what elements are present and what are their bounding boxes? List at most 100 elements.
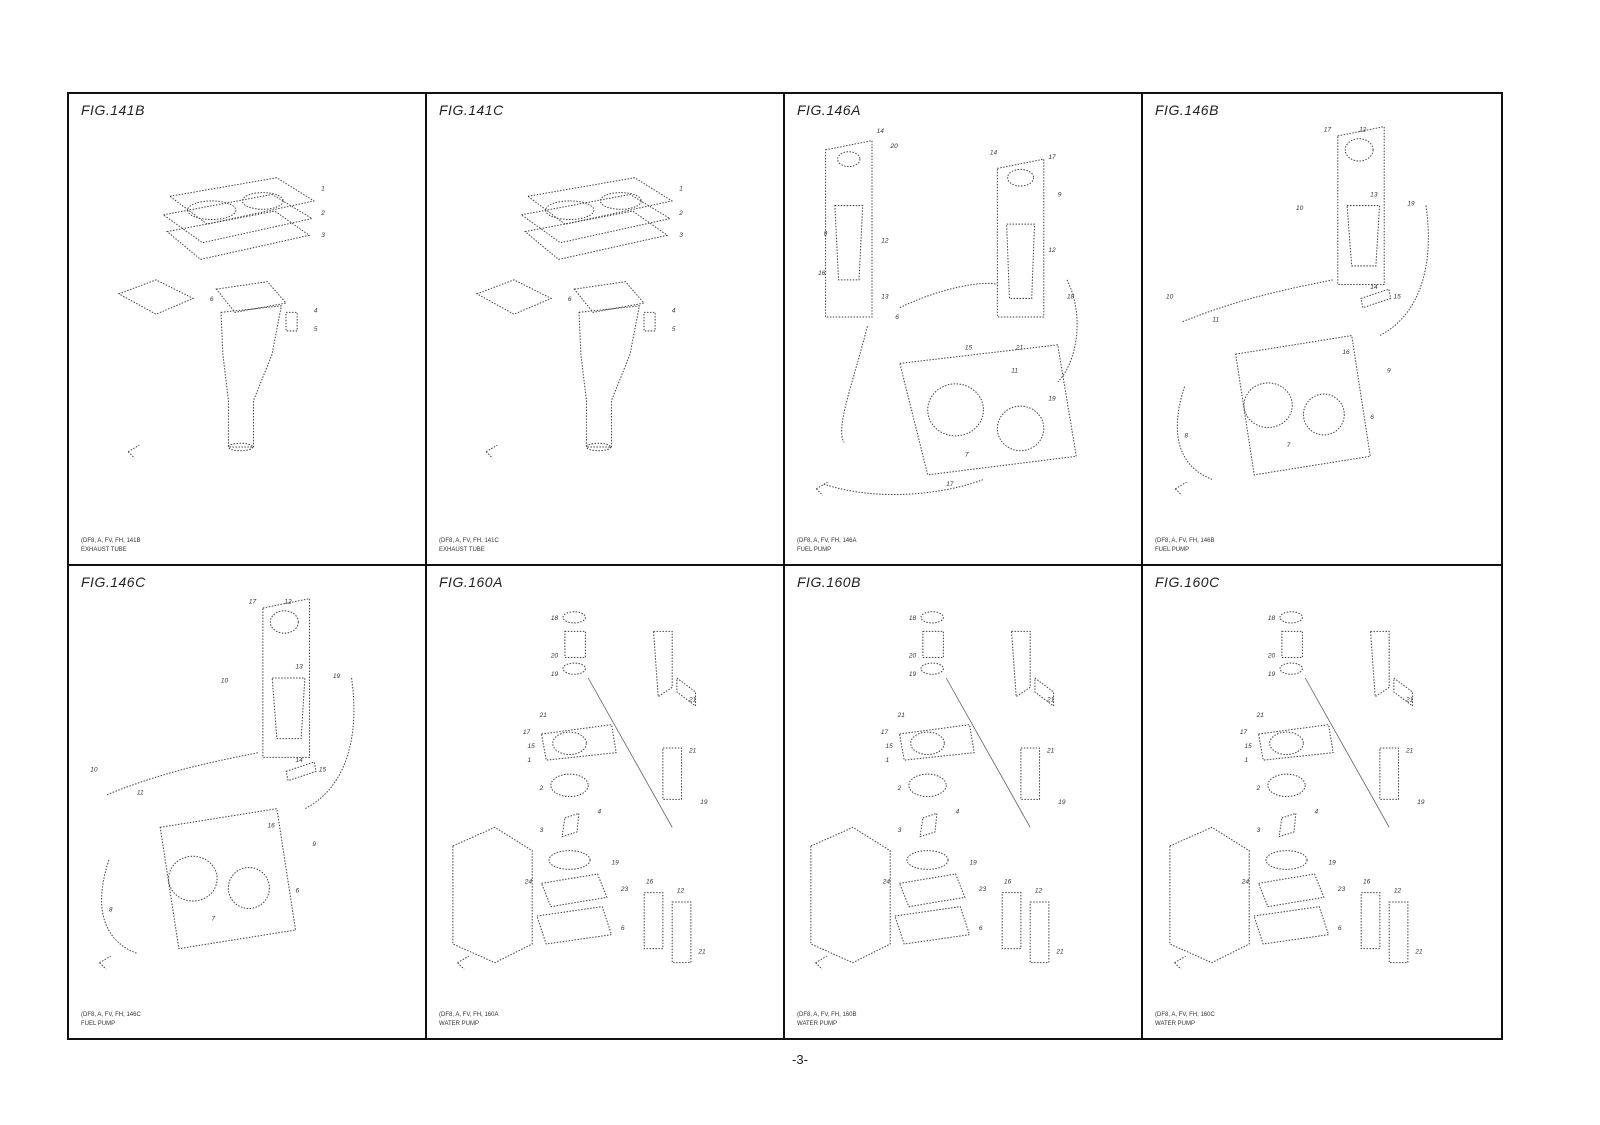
- svg-text:19: 19: [909, 671, 917, 678]
- svg-text:20: 20: [1267, 652, 1276, 659]
- svg-text:2: 2: [320, 210, 325, 217]
- svg-text:21: 21: [688, 696, 697, 703]
- svg-text:19: 19: [970, 860, 978, 867]
- svg-text:21: 21: [1015, 345, 1024, 352]
- svg-text:16: 16: [1342, 349, 1350, 356]
- figure-panel-160c: FIG.160C: [1143, 566, 1501, 1038]
- exploded-diagram: 123 456: [475, 177, 683, 459]
- svg-text:16: 16: [1004, 878, 1012, 885]
- svg-text:3: 3: [898, 827, 902, 834]
- parts-catalog-sheet: FIG.141B: [67, 92, 1503, 1040]
- svg-text:3: 3: [540, 827, 544, 834]
- svg-text:7: 7: [1287, 442, 1291, 449]
- caption-description: WATER PUMP: [797, 1020, 837, 1027]
- svg-text:21: 21: [897, 712, 906, 719]
- svg-text:6: 6: [621, 925, 625, 932]
- svg-text:21: 21: [1405, 696, 1414, 703]
- svg-text:14: 14: [877, 128, 885, 135]
- svg-text:8: 8: [109, 906, 113, 913]
- svg-text:20: 20: [890, 143, 899, 150]
- svg-text:11: 11: [137, 790, 144, 797]
- figure-caption: (DF8, A, FV, FH, 141C EXHAUST TUBE: [439, 537, 499, 554]
- caption-code: (DF8, A, FV, FH, 141B: [81, 538, 141, 545]
- svg-text:21: 21: [688, 748, 697, 755]
- caption-code: (DF8, A, FV, FH, 160A: [439, 1012, 499, 1019]
- svg-text:19: 19: [551, 671, 559, 678]
- svg-text:16: 16: [268, 822, 276, 829]
- svg-text:9: 9: [1387, 368, 1391, 375]
- svg-text:18: 18: [1268, 615, 1276, 622]
- figure-title: FIG.141C: [439, 102, 504, 118]
- svg-text:14: 14: [296, 757, 304, 764]
- svg-text:17: 17: [1324, 126, 1332, 133]
- svg-text:3: 3: [321, 232, 325, 239]
- svg-text:12: 12: [284, 598, 292, 605]
- svg-text:24: 24: [1241, 878, 1250, 885]
- svg-text:5: 5: [672, 326, 676, 333]
- svg-text:2: 2: [1256, 785, 1261, 792]
- svg-text:17: 17: [1240, 729, 1248, 736]
- caption-code: (DF8, A, FV, FH, 146C: [81, 1012, 141, 1019]
- svg-text:14: 14: [1370, 284, 1378, 291]
- svg-text:2: 2: [897, 785, 902, 792]
- figure-panel-141b: FIG.141B: [69, 94, 427, 566]
- svg-text:16: 16: [646, 878, 654, 885]
- figure-caption: (DF8, A, FV, FH, 160C WATER PUMP: [1155, 1011, 1215, 1028]
- svg-text:18: 18: [551, 615, 559, 622]
- svg-text:20: 20: [550, 652, 559, 659]
- svg-text:17: 17: [1048, 154, 1056, 161]
- svg-text:17: 17: [523, 729, 531, 736]
- figure-panel-146a: FIG.146A: [785, 94, 1143, 566]
- svg-text:1: 1: [1245, 757, 1249, 764]
- svg-text:15: 15: [1245, 743, 1253, 750]
- svg-text:1: 1: [886, 757, 890, 764]
- svg-text:11: 11: [1212, 317, 1219, 324]
- figure-title: FIG.160B: [797, 574, 861, 590]
- caption-code: (DF8, A, FV, FH, 146A: [797, 538, 857, 545]
- svg-text:13: 13: [1370, 191, 1378, 198]
- svg-text:18: 18: [909, 615, 917, 622]
- svg-text:6: 6: [568, 296, 572, 303]
- svg-text:21: 21: [1046, 696, 1055, 703]
- svg-text:23: 23: [1337, 886, 1346, 893]
- svg-text:4: 4: [672, 307, 676, 314]
- caption-description: FUEL PUMP: [1155, 546, 1190, 553]
- figure-title: FIG.146B: [1155, 102, 1219, 118]
- svg-text:9: 9: [312, 841, 316, 848]
- figure-panel-146b: FIG.146B: [1143, 94, 1501, 566]
- svg-text:7: 7: [965, 451, 969, 458]
- caption-code: (DF8, A, FV, FH, 160B: [797, 1012, 857, 1019]
- svg-text:16: 16: [818, 270, 826, 277]
- svg-text:15: 15: [528, 743, 536, 750]
- svg-text:21: 21: [1055, 948, 1064, 955]
- svg-text:19: 19: [1417, 799, 1425, 806]
- figure-title: FIG.146A: [797, 102, 861, 118]
- svg-text:1: 1: [321, 186, 325, 193]
- svg-text:4: 4: [598, 808, 602, 815]
- figure-caption: (DF8, A, FV, FH, 160A WATER PUMP: [439, 1011, 498, 1028]
- svg-text:2: 2: [539, 785, 544, 792]
- figure-caption: (DF8, A, FV, FH, 146A FUEL PUMP: [797, 537, 856, 554]
- svg-text:19: 19: [1329, 860, 1337, 867]
- figure-title: FIG.141B: [81, 102, 145, 118]
- caption-code: (DF8, A, FV, FH, 160C: [1155, 1012, 1215, 1019]
- svg-text:4: 4: [314, 307, 318, 314]
- svg-text:3: 3: [679, 232, 683, 239]
- svg-text:12: 12: [1048, 247, 1056, 254]
- svg-text:12: 12: [1035, 888, 1043, 895]
- caption-description: FUEL PUMP: [797, 546, 832, 553]
- figure-caption: (DF8, A, FV, FH, 146C FUEL PUMP: [81, 1011, 141, 1028]
- svg-text:19: 19: [612, 860, 620, 867]
- svg-text:23: 23: [620, 886, 629, 893]
- svg-text:12: 12: [1359, 126, 1367, 133]
- svg-text:6: 6: [296, 888, 300, 895]
- caption-description: EXHAUST TUBE: [439, 546, 485, 553]
- svg-text:8: 8: [824, 230, 828, 237]
